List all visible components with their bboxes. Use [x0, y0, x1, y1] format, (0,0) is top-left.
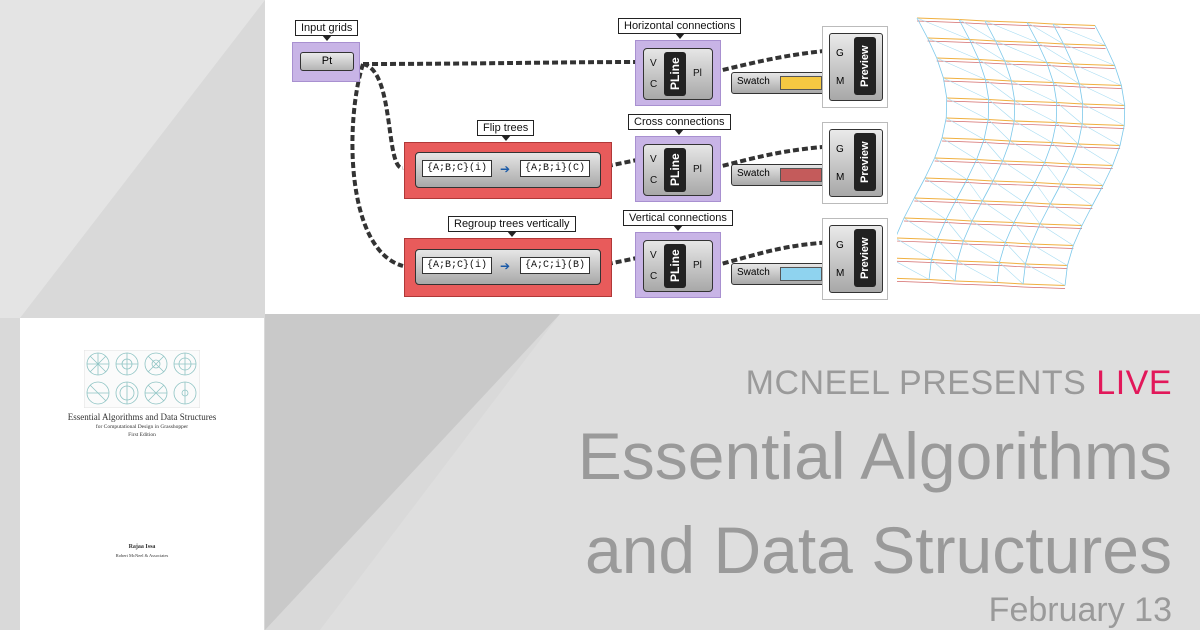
label-vertical-connections: Vertical connections — [623, 210, 733, 231]
flip-tree-component[interactable]: {A;B;C}(i) ➔ {A;B;i}(C) — [415, 152, 601, 188]
port-g: G — [836, 240, 844, 251]
arrow-right-icon: ➔ — [500, 259, 511, 273]
pline-label: PLine — [664, 244, 686, 288]
regroup-tree-component[interactable]: {A;B;C}(i) ➔ {A;C;i}(B) — [415, 249, 601, 285]
port-pl: Pl — [693, 260, 702, 271]
event-date: February 13 — [988, 591, 1172, 629]
port-pl: Pl — [693, 164, 702, 175]
cover-edition: First Edition — [128, 432, 156, 438]
swatch-yellow[interactable]: Swatch — [731, 72, 827, 94]
flip-from-expression: {A;B;C}(i) — [422, 160, 493, 177]
port-m: M — [836, 172, 845, 183]
swatch-label: Swatch — [737, 168, 770, 179]
label-horizontal-connections: Horizontal connections — [618, 18, 742, 39]
book-cover: Essential Algorithms and Data Structures… — [20, 318, 264, 630]
regroup-to-expression: {A;C;i}(B) — [520, 257, 591, 274]
pline-component-1[interactable]: V C PLine Pl — [643, 48, 713, 100]
port-g: G — [836, 48, 844, 59]
swatch-blue[interactable]: Swatch — [731, 263, 827, 285]
port-v: V — [650, 250, 657, 261]
preview-component-1[interactable]: G M Preview — [829, 33, 883, 101]
diagram-panel: Input grids Pt Horizontal connections V … — [265, 0, 1200, 314]
preview-label: Preview — [854, 229, 876, 287]
preview-component-2[interactable]: G M Preview — [829, 129, 883, 197]
pline-label: PLine — [664, 52, 686, 96]
port-m: M — [836, 76, 845, 87]
preview-frame-2: G M Preview — [822, 122, 888, 204]
cover-subtitle: for Computational Design in Grasshopper — [95, 424, 189, 430]
preview-component-3[interactable]: G M Preview — [829, 225, 883, 293]
swatch-red[interactable]: Swatch — [731, 164, 827, 186]
swatch-color — [780, 168, 822, 182]
pline-label: PLine — [664, 148, 686, 192]
pline-component-2[interactable]: V C PLine Pl — [643, 144, 713, 196]
port-v: V — [650, 58, 657, 69]
flip-to-expression: {A;B;i}(C) — [520, 160, 591, 177]
headline-line-1: Essential Algorithms — [577, 419, 1172, 493]
label-input-grids: Input grids — [295, 20, 359, 41]
preview-frame-3: G M Preview — [822, 218, 888, 300]
port-c: C — [650, 175, 658, 186]
pt-param[interactable]: Pt — [300, 52, 354, 71]
swatch-label: Swatch — [737, 267, 770, 278]
swatch-label: Swatch — [737, 76, 770, 87]
port-g: G — [836, 144, 844, 155]
cover-title: Essential Algorithms and Data Structures — [67, 412, 217, 422]
presents-line: MCNEEL PRESENTS LIVE — [746, 364, 1172, 403]
cover-pattern-image — [84, 350, 200, 408]
cover-publisher: Robert McNeel & Associates — [115, 553, 169, 558]
port-c: C — [650, 271, 658, 282]
port-c: C — [650, 79, 658, 90]
swatch-color — [780, 76, 822, 90]
port-v: V — [650, 154, 657, 165]
port-pl: Pl — [693, 68, 702, 79]
pline-component-3[interactable]: V C PLine Pl — [643, 240, 713, 292]
preview-frame-1: G M Preview — [822, 26, 888, 108]
headline-line-2: and Data Structures — [585, 513, 1172, 587]
arrow-right-icon: ➔ — [500, 162, 511, 176]
label-cross-connections: Cross connections — [628, 114, 731, 135]
label-regroup-trees: Regroup trees vertically — [448, 216, 576, 237]
presents-text: MCNEEL PRESENTS — [745, 364, 1087, 402]
preview-label: Preview — [854, 133, 876, 191]
swatch-color — [780, 267, 822, 281]
label-flip-trees: Flip trees — [477, 120, 535, 141]
live-badge: LIVE — [1096, 364, 1172, 402]
regroup-from-expression: {A;B;C}(i) — [422, 257, 493, 274]
port-m: M — [836, 268, 845, 279]
cover-author: Rajaa Issa — [128, 544, 156, 550]
wireframe-render — [897, 17, 1126, 289]
preview-label: Preview — [854, 37, 876, 95]
